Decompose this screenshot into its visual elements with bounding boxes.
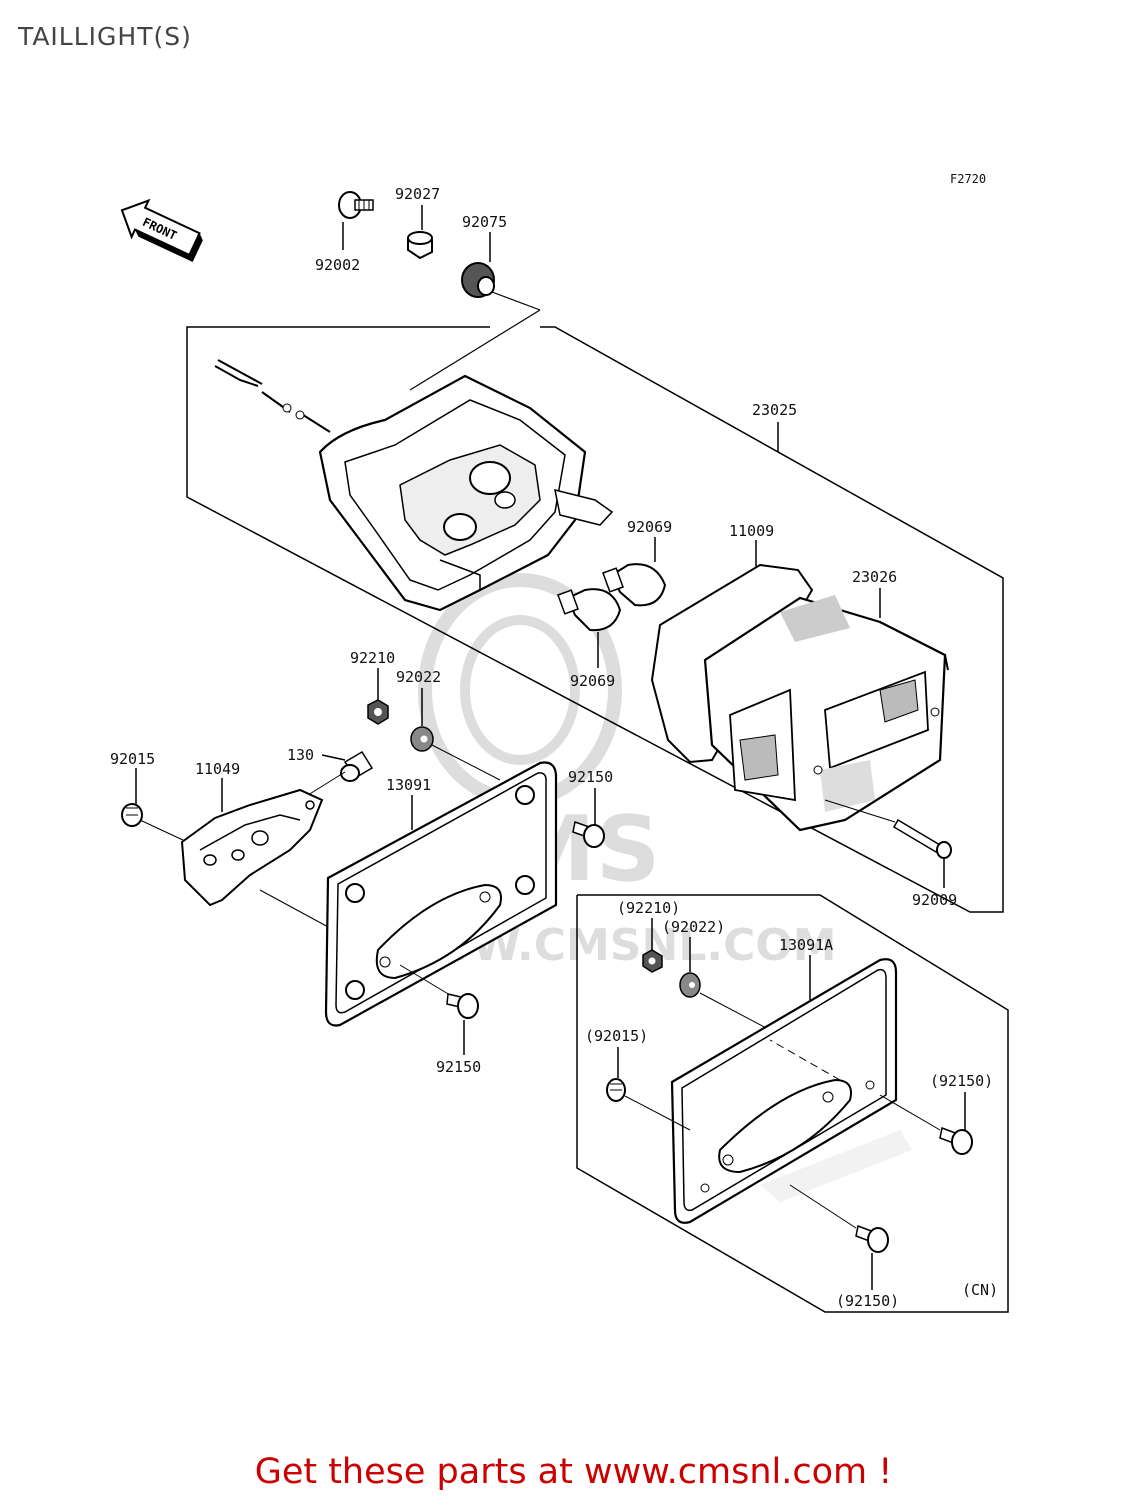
page-title: TAILLIGHT(S) — [18, 22, 192, 51]
label-23026: 23026 — [852, 568, 897, 586]
label-92027: 92027 — [395, 185, 440, 203]
label-92150-lower: 92150 — [436, 1058, 481, 1076]
label-11049: 11049 — [195, 760, 240, 778]
label-13091: 13091 — [386, 776, 431, 794]
assembly-outline-23025 — [186, 326, 1004, 913]
label-92009: 92009 — [912, 891, 957, 909]
label-92150-cn-bottom: (92150) — [836, 1292, 899, 1310]
label-92075: 92075 — [462, 213, 507, 231]
label-92150-upper: 92150 — [568, 768, 613, 786]
figure-code: F2720 — [950, 172, 986, 186]
label-92150-cn-right: (92150) — [930, 1072, 993, 1090]
bolt-92015-icon — [121, 803, 143, 827]
nut-92210-cn-icon — [642, 949, 663, 973]
label-23025: 23025 — [752, 401, 797, 419]
lamp-housing-icon — [318, 374, 614, 612]
label-92069-upper: 92069 — [627, 518, 672, 536]
screw-92002-icon — [338, 191, 374, 219]
label-11009: 11009 — [729, 522, 774, 540]
label-92015: 92015 — [110, 750, 155, 768]
wire-harness-icon — [214, 359, 331, 433]
bolt-92150-cn-bottom-icon — [855, 1224, 889, 1253]
label-92022: 92022 — [396, 668, 441, 686]
license-plate-13091-icon — [324, 761, 558, 1027]
nut-92210-icon — [367, 699, 389, 725]
bolt-92015-cn-icon — [606, 1078, 626, 1102]
label-92210-cn: (92210) — [617, 899, 680, 917]
bolt-92150-cn-right-icon — [939, 1126, 973, 1155]
bulb-92069-lower-icon — [557, 588, 622, 632]
label-92069-lower: 92069 — [570, 672, 615, 690]
lens-23026-icon — [703, 595, 949, 832]
gasket-11009-icon — [650, 563, 814, 764]
label-cn: (CN) — [962, 1281, 998, 1299]
screw-92009-icon — [892, 818, 952, 859]
washer-92022-icon — [410, 726, 434, 752]
grommet-92075-icon — [461, 262, 495, 298]
label-13091a: 13091A — [779, 936, 833, 954]
label-92002: 92002 — [315, 256, 360, 274]
bolt-130-icon — [340, 750, 374, 782]
bolt-92150-lower-icon — [446, 993, 479, 1019]
front-arrow-icon: FRONT — [120, 198, 203, 263]
bracket-11049-icon — [180, 788, 324, 907]
bolt-92150-upper-icon — [572, 821, 605, 848]
label-92210: 92210 — [350, 649, 395, 667]
bulb-92069-upper-icon — [602, 563, 667, 607]
cn-variant-outline — [576, 894, 1009, 1313]
washer-92022-cn-icon — [679, 972, 701, 998]
label-92022-cn: (92022) — [662, 918, 725, 936]
collar-92027-icon — [407, 230, 433, 260]
label-92015-cn: (92015) — [585, 1027, 648, 1045]
label-130: 130 — [287, 746, 314, 764]
footer-link[interactable]: Get these parts at www.cmsnl.com ! — [254, 1452, 893, 1492]
license-plate-13091a-icon — [670, 958, 912, 1224]
